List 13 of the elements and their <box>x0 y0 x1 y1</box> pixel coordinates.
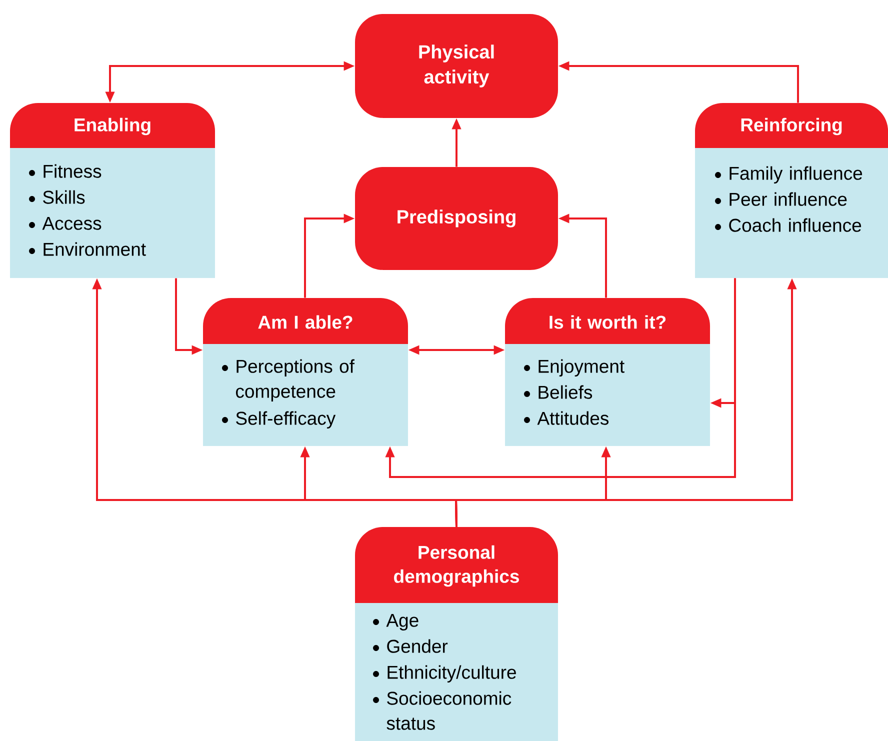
arrow <box>385 278 736 478</box>
node-label: Is it worth it? <box>550 315 666 329</box>
rounded-box: Predisposing <box>355 167 558 270</box>
rounded-box: Physical activity <box>355 14 558 118</box>
node-label: Enabling <box>74 118 150 136</box>
list-card: Am I able? Perceptions of competence Self-efficacy <box>203 298 408 446</box>
node-label: Personal demographics <box>394 545 519 587</box>
list-card: Enabling Fitness Skills Access Environment <box>10 103 215 278</box>
node-label: Reinforcing <box>741 118 842 136</box>
list-card: Is it worth it? Enjoyment Beliefs Attitudes <box>505 298 710 446</box>
list-card: Reinforcing Family influence Peer influence Coach influence <box>695 103 888 278</box>
list-card: Personal demographics Age Gender Ethnicity/culture Socioeconomic status <box>355 527 558 741</box>
node-label: Am I able? <box>258 315 352 329</box>
